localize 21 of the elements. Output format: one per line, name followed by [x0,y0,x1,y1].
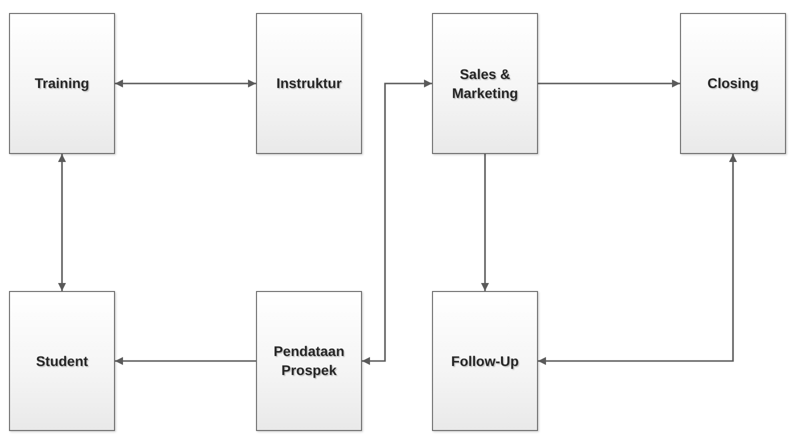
arrow [538,80,680,88]
arrow [115,357,256,365]
process-box [432,13,538,154]
box-label: Sales & Marketing [450,64,520,102]
box-label: Pendataan Prospek [272,342,346,380]
process-box [256,291,362,431]
process-box [9,13,115,154]
box-label: Follow-Up [451,352,519,370]
process-box [256,13,362,154]
arrow [538,154,737,365]
process-box [680,13,786,154]
process-box [432,291,538,431]
box-label: Training [34,74,90,93]
box-label: Closing [707,74,759,93]
arrow [481,154,489,291]
arrow [58,154,66,291]
box-label: Instruktur [276,74,342,93]
arrow [362,80,432,365]
arrow [115,80,256,88]
box-label: Student [36,352,88,370]
process-box [9,291,115,431]
